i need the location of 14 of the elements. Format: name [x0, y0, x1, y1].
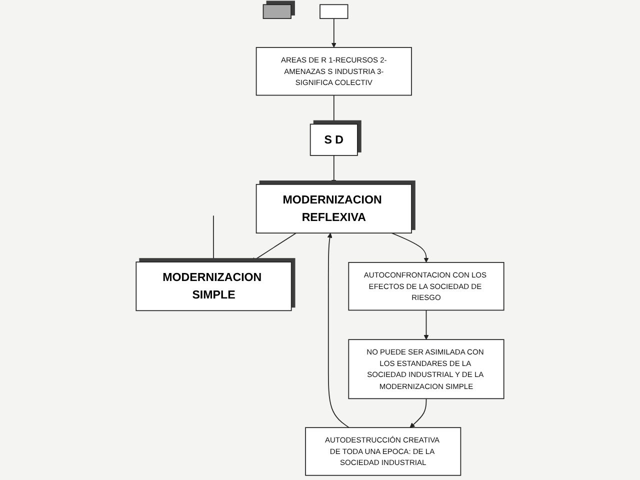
node-box: S D: [310, 124, 358, 156]
arrow: [391, 232, 429, 263]
arrow: [331, 155, 336, 185]
connector: [333, 94, 334, 125]
arrow: [327, 232, 350, 428]
arrow: [331, 18, 336, 48]
node-box: MODERNIZACION SIMPLE: [136, 262, 292, 312]
node-box: [262, 4, 292, 19]
connector: [213, 215, 214, 262]
arrow: [424, 310, 429, 340]
node-box: MODERNIZACION REFLEXIVA: [256, 184, 412, 234]
arrow: [410, 398, 427, 428]
arrow: [251, 232, 297, 262]
node-box: [320, 4, 348, 19]
